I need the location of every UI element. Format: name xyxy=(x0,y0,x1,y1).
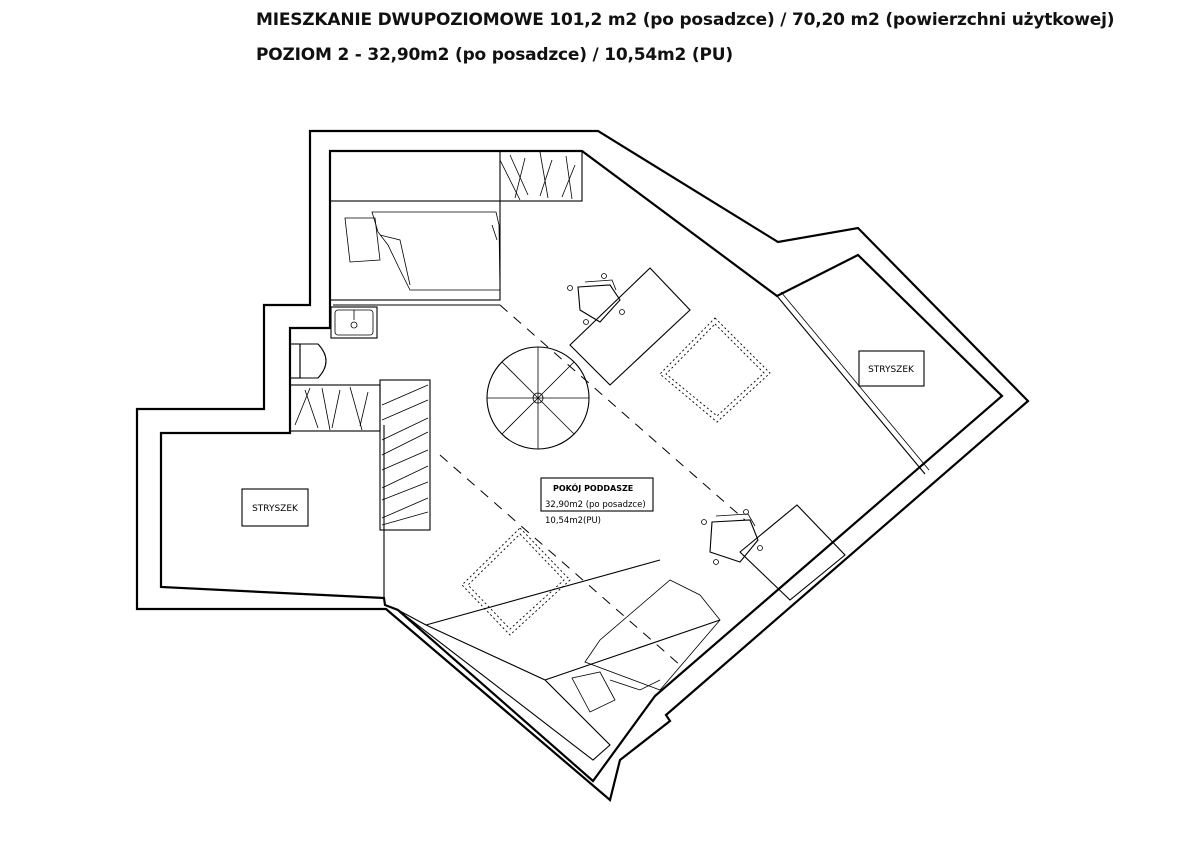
inner-wall xyxy=(159,149,1004,783)
wardrobe-middle xyxy=(379,379,431,531)
room-label: POKÓJ PODDASZE 32,90m2 (po posadzce) 10,… xyxy=(540,477,654,526)
toilet xyxy=(289,343,327,379)
attic-left-label: STRYSZEK xyxy=(241,488,309,527)
attic-right-label: STRYSZEK xyxy=(858,350,925,387)
outer-wall xyxy=(135,129,1030,802)
spiral-staircase xyxy=(486,346,590,450)
plan-title: MIESZKANIE DWUPOZIOMOWE 101,2 m2 (po pos… xyxy=(256,10,1115,30)
right-attic-wall xyxy=(776,295,926,475)
wardrobe-left xyxy=(289,384,381,432)
roof-projection-lines xyxy=(439,304,746,666)
chair-top xyxy=(567,273,625,325)
right-attic-wall xyxy=(780,291,930,471)
attic-left-text: STRYSZEK xyxy=(252,504,299,514)
sink xyxy=(330,306,378,339)
desk-bottom xyxy=(739,504,846,601)
room-area-usable: 10,54m2(PU) xyxy=(545,516,601,526)
room-name: POKÓJ PODDASZE xyxy=(553,482,633,493)
chair-bottom xyxy=(701,509,763,565)
roof-window-right xyxy=(659,317,771,423)
room-area-floor: 32,90m2 (po posadzce) xyxy=(545,500,646,510)
wardrobe-top xyxy=(499,150,583,202)
bed-top xyxy=(329,200,501,301)
plan-subtitle: POZIOM 2 - 32,90m2 (po posadzce) / 10,54… xyxy=(256,45,733,65)
attic-right-text: STRYSZEK xyxy=(868,365,915,375)
roof-window-left xyxy=(461,527,571,636)
desk-top xyxy=(569,267,691,386)
bed-bottom xyxy=(397,559,721,761)
